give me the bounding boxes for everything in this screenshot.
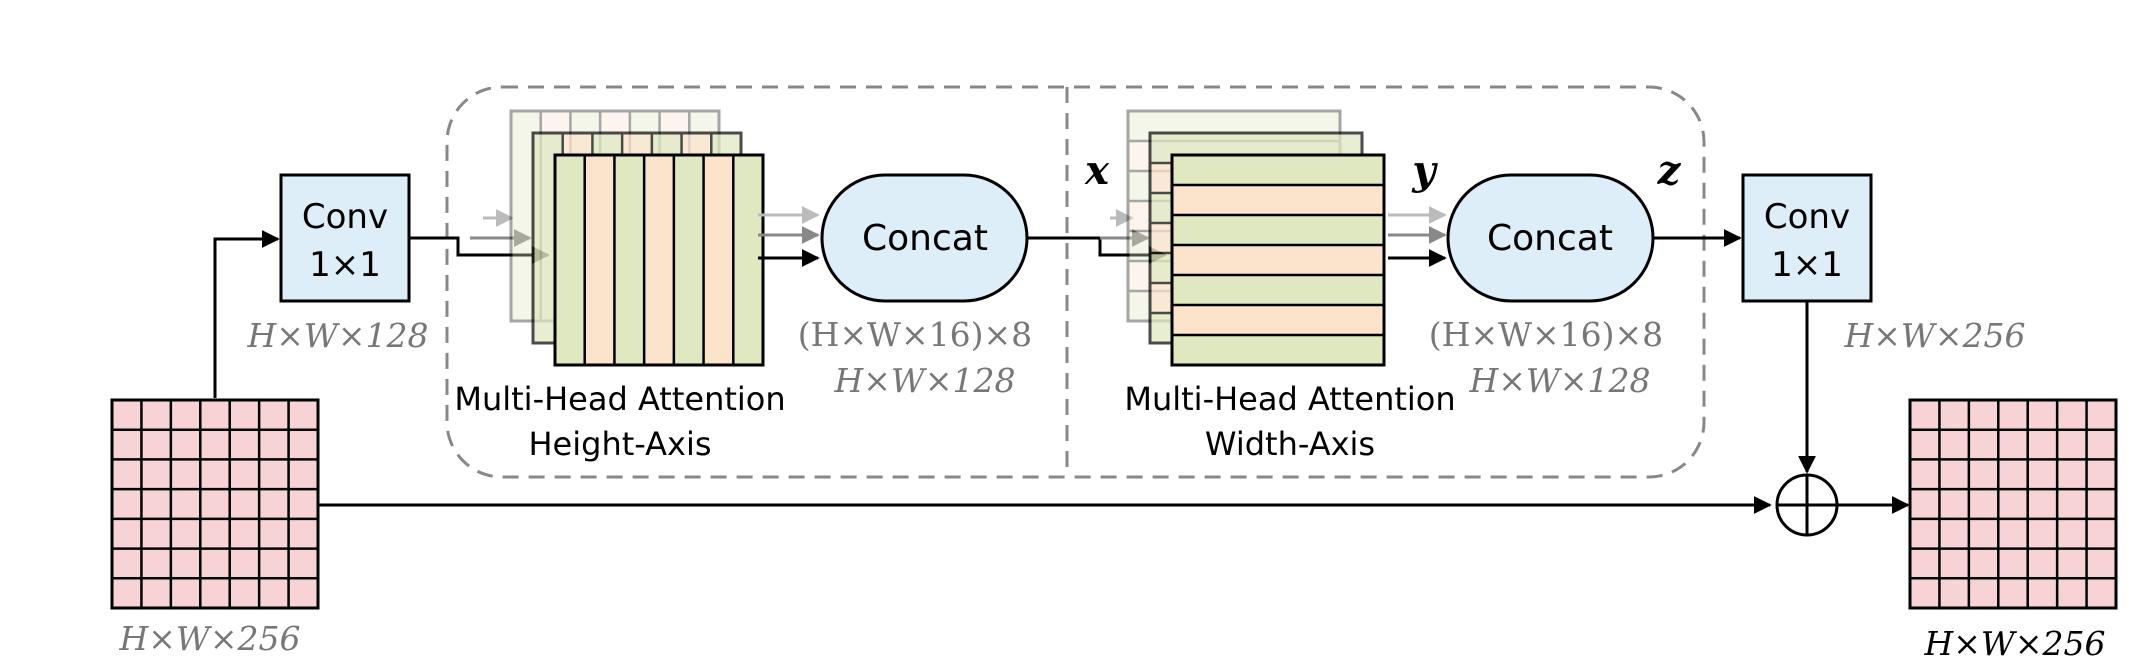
height-concat-dim-out: H×W×128 xyxy=(834,361,1016,400)
conv-out-box: Conv 1×1 xyxy=(1741,173,1873,303)
width-concat-dim-heads: (H×W×16)×8 xyxy=(1429,315,1663,354)
height-concat-label: Concat xyxy=(862,218,988,259)
conv-in-label: Conv xyxy=(302,197,388,237)
width-attn-subtitle: Width-Axis xyxy=(1205,425,1375,463)
axial-attention-container xyxy=(445,85,1706,479)
residual-add-node xyxy=(1775,473,1839,537)
attention-head-layer-3 xyxy=(553,153,765,367)
concat-to-width-attn-arrow xyxy=(1027,236,1167,264)
attention-head-layer-3 xyxy=(1170,153,1386,367)
height-attention-heads xyxy=(509,109,765,367)
height-concat-dim-heads: (H×W×16)×8 xyxy=(798,315,1032,354)
variable-y: y xyxy=(1411,147,1438,194)
variable-x: x xyxy=(1084,147,1110,194)
width-concat-dim-out: H×W×128 xyxy=(1469,361,1651,400)
output-tensor xyxy=(1908,398,2118,610)
conv-to-height-attn-arrow xyxy=(409,236,550,264)
conv-out-kernel: 1×1 xyxy=(1771,245,1843,285)
height-attn-subtitle: Height-Axis xyxy=(528,425,711,463)
conv-in-dim-label: H×W×128 xyxy=(247,316,429,355)
width-attn-title: Multi-Head Attention xyxy=(1124,380,1455,418)
conv-out-dim-label: H×W×256 xyxy=(1844,316,2026,355)
width-attention-heads xyxy=(1126,109,1386,367)
height-attn-title: Multi-Head Attention xyxy=(454,380,785,418)
output-tensor-dim-label: H×W×256 xyxy=(1924,624,2106,663)
width-concat-node: Concat xyxy=(1446,173,1655,303)
height-concat-node: Concat xyxy=(820,173,1029,303)
input-to-conv-arrow xyxy=(213,230,280,398)
conv-out-label: Conv xyxy=(1764,197,1850,237)
width-concat-label: Concat xyxy=(1487,218,1613,259)
variable-z: z xyxy=(1657,147,1682,194)
input-tensor xyxy=(110,398,320,610)
conv-in-kernel: 1×1 xyxy=(309,245,381,285)
conv-in-box: Conv 1×1 xyxy=(279,173,411,303)
input-tensor-dim-label: H×W×256 xyxy=(119,619,301,658)
